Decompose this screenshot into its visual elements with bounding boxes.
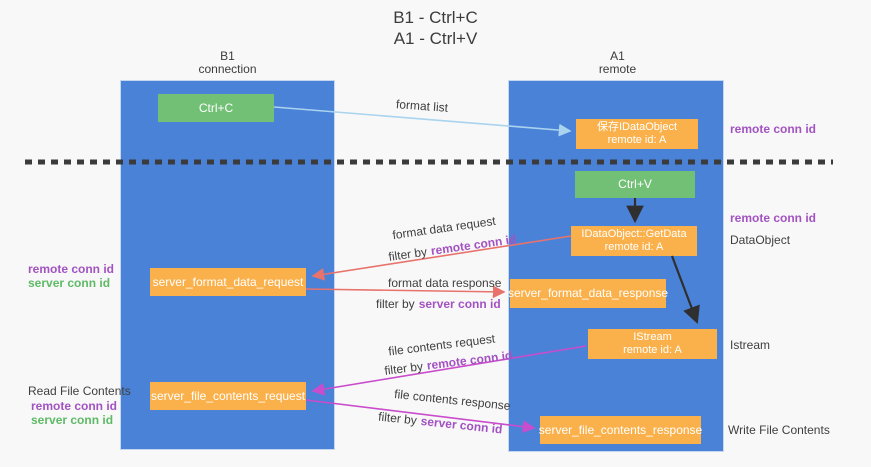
node-server-file-contents-request-label: server_file_contents_request [150, 388, 306, 403]
lane-header-b1: B1 connection [150, 50, 305, 76]
label-conn-ids-left-bottom: remote conn id server conn id [31, 399, 117, 427]
label-read-file-contents: Read File Contents [28, 384, 131, 398]
node-server-format-data-request: server_format_data_request [150, 268, 306, 296]
label-format-list: format list [395, 97, 449, 115]
remote-conn-id-text: remote conn id [429, 232, 518, 258]
lane-b1-title: B1 [220, 49, 235, 63]
node-server-format-data-response-label: server_format_data_response [507, 286, 669, 300]
filter-by-text: filter by [377, 409, 418, 428]
filter-by-text: filter by [383, 359, 424, 378]
label-remote-conn-id-right-top: remote conn id [730, 122, 817, 136]
server-conn-id-text: server conn id [420, 413, 504, 437]
label-format-data-response: format data response [388, 276, 502, 290]
server-conn-id-text: server conn id [28, 276, 111, 290]
node-server-format-data-response: server_format_data_response [507, 279, 669, 308]
label-dataobject: DataObject [730, 233, 791, 247]
node-ctrl-c-label: Ctrl+C [198, 100, 234, 115]
diagram-title: B1 - Ctrl+C A1 - Ctrl+V [0, 7, 871, 49]
label-remote-conn-id-right-mid: remote conn id [730, 211, 817, 225]
label-write-file-contents: Write File Contents [728, 423, 830, 437]
node-server-file-contents-response: server_file_contents_response [538, 416, 703, 444]
remote-conn-id-text: remote conn id [31, 399, 118, 413]
label-conn-ids-left-top: remote conn id server conn id [28, 262, 114, 290]
filter-by-text: filter by [376, 297, 415, 311]
node-save-idataobject-line1: 保存IDataObject [596, 121, 678, 133]
node-server-format-data-request-label: server_format_data_request [152, 274, 304, 289]
lane-a1-subtitle: remote [598, 62, 637, 76]
title-line-2: A1 - Ctrl+V [393, 29, 478, 48]
title-line-1: B1 - Ctrl+C [393, 8, 478, 27]
node-idataobject-getdata-line2: remote id: A [604, 241, 664, 253]
remote-conn-id-text: remote conn id [28, 262, 115, 276]
node-idataobject-getdata-line1: IDataObject::GetData [581, 228, 687, 240]
label-istream: Istream [730, 338, 771, 352]
node-istream-line1: IStream [633, 331, 672, 343]
filter-by-text: filter by [387, 244, 428, 264]
node-server-file-contents-response-label: server_file_contents_response [538, 422, 703, 437]
lane-b1-subtitle: connection [198, 62, 257, 76]
node-ctrl-c: Ctrl+C [158, 94, 274, 122]
server-conn-id-text: server conn id [418, 297, 501, 311]
lane-header-a1: A1 remote [540, 50, 695, 76]
node-idataobject-getdata: IDataObject::GetData remote id: A [571, 226, 697, 256]
node-istream-line2: remote id: A [623, 344, 682, 356]
lane-a1-title: A1 [610, 49, 625, 63]
node-save-idataobject: 保存IDataObject remote id: A [576, 119, 698, 149]
node-ctrl-v-label: Ctrl+V [618, 177, 652, 191]
node-server-file-contents-request: server_file_contents_request [150, 382, 306, 410]
server-conn-id-text: server conn id [31, 413, 114, 427]
label-file-contents-response: file contents response [393, 386, 512, 414]
node-ctrl-v: Ctrl+V [575, 171, 695, 198]
node-save-idataobject-line2: remote id: A [607, 134, 667, 146]
node-istream: IStream remote id: A [588, 329, 717, 359]
